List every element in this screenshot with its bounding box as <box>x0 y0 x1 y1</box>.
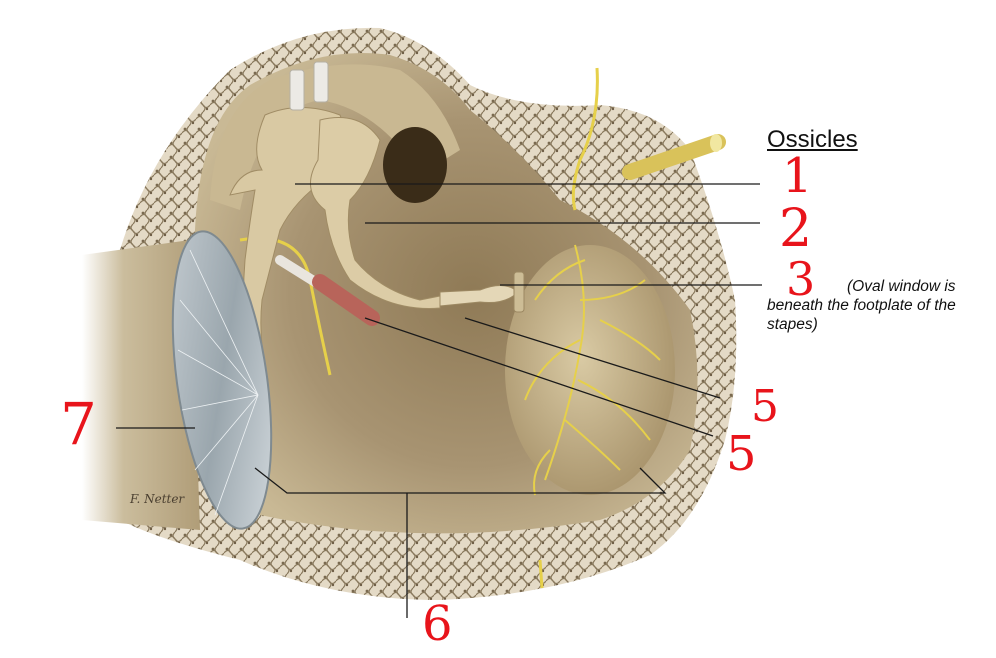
oval-window-note: (Oval window is beneath the footplate of… <box>767 277 992 334</box>
cut-muscle <box>622 134 726 180</box>
artist-signature: F. Netter <box>130 492 185 506</box>
leader-6 <box>254 467 667 494</box>
note-line-2: beneath the footplate of the <box>767 297 956 314</box>
stapes <box>439 271 525 313</box>
ossicles-title: Ossicles <box>767 126 858 153</box>
hand-label-3: 3 <box>786 252 816 306</box>
note-line-3: stapes) <box>767 316 818 333</box>
leader-5a <box>464 317 721 399</box>
hand-label-5-lower: 5 <box>726 426 757 482</box>
epitympanic-recess <box>210 64 460 210</box>
hand-label-6: 6 <box>422 596 453 652</box>
tensor-tympani-muscle <box>312 274 380 326</box>
aditus-opening <box>383 127 447 203</box>
hand-label-7: 7 <box>60 390 97 458</box>
note-line-1: (Oval window is <box>847 278 956 295</box>
incus <box>310 117 441 309</box>
superior-ligaments <box>289 61 329 111</box>
nerve-superior <box>571 67 599 211</box>
nerve-inferior <box>538 559 544 589</box>
external-auditory-canal <box>82 240 200 530</box>
tympanic-plexus <box>524 244 661 496</box>
tympanic-membrane <box>171 230 273 530</box>
leader-5b <box>364 317 714 437</box>
promontory <box>505 245 675 495</box>
leader-lines <box>116 183 762 618</box>
tympanic-membrane-fibers <box>177 249 259 516</box>
hand-label-2: 2 <box>779 199 813 259</box>
hand-label-5-upper: 5 <box>751 381 779 432</box>
hand-label-1: 1 <box>782 148 813 204</box>
